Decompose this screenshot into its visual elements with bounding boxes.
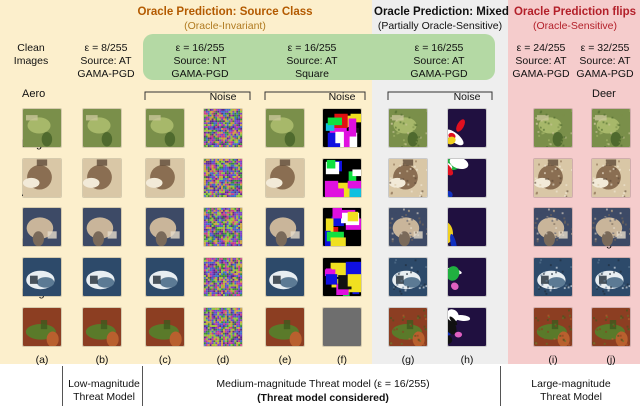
flipped-class-label: Deer [592, 88, 616, 100]
sample-image [82, 108, 122, 148]
sample-image [145, 307, 185, 347]
group-large-magnitude: Large-magnitude Threat Model [531, 378, 611, 403]
sample-image [265, 158, 305, 198]
clean-images-header: Clean Images [13, 42, 49, 67]
group-medium-bold: (Threat model considered) [257, 392, 389, 404]
header-col-ef: ε = 16/255 Source: AT Square [286, 42, 338, 80]
square-noise-image [322, 158, 362, 198]
sample-image [388, 207, 428, 247]
sample-image [591, 207, 631, 247]
column-letter: (i) [548, 354, 558, 366]
sample-image [265, 108, 305, 148]
group-medium-magnitude: Medium-magnitude Threat model (ε = 16/25… [216, 378, 430, 390]
sample-image [145, 158, 185, 198]
sample-image [22, 158, 62, 198]
sample-image [82, 158, 122, 198]
column-letter: (j) [606, 354, 616, 366]
sample-image [591, 108, 631, 148]
pgd-noise-image [203, 307, 243, 347]
separator-3 [500, 366, 501, 406]
sample-image [82, 257, 122, 297]
header-col-gh: ε = 16/255 Source: AT GAMA-PGD [410, 42, 468, 80]
column-letter: (b) [95, 354, 109, 366]
noise-label-f: Noise [328, 91, 356, 103]
column-letter: (g) [401, 354, 415, 366]
square-noise-image [322, 108, 362, 148]
column-letter: (e) [278, 354, 292, 366]
header-col-cd: ε = 16/255 Source: NT GAMA-PGD [171, 42, 229, 80]
source-panel-subtitle: (Oracle-Invariant) [184, 20, 266, 32]
sample-image [591, 158, 631, 198]
sample-image [145, 108, 185, 148]
sample-image [591, 257, 631, 297]
header-col-i: ε = 24/255 Source: AT GAMA-PGD [512, 42, 570, 80]
epsilon-16-highlight [143, 34, 495, 80]
sample-image [22, 207, 62, 247]
sample-image [145, 257, 185, 297]
sample-image [388, 307, 428, 347]
column-letter: (a) [35, 354, 49, 366]
gama-noise-image [447, 158, 487, 198]
square-noise-image [322, 257, 362, 297]
column-letter: (c) [158, 354, 172, 366]
sample-image [533, 307, 573, 347]
square-noise-image [322, 307, 362, 347]
sample-image [533, 108, 573, 148]
mixed-panel-title: Oracle Prediction: Mixed [374, 6, 509, 18]
sample-image [265, 307, 305, 347]
square-noise-image [322, 207, 362, 247]
mixed-panel-subtitle: (Partially Oracle-Sensitive) [377, 20, 503, 32]
bracket-ef [264, 91, 366, 100]
sample-image [265, 257, 305, 297]
sample-image [533, 158, 573, 198]
noise-label-h: Noise [453, 91, 481, 103]
sample-image [388, 108, 428, 148]
sample-image [82, 307, 122, 347]
flips-panel-title: Oracle Prediction flips [513, 6, 637, 18]
column-letter: (f) [337, 354, 347, 366]
pgd-noise-image [203, 108, 243, 148]
sample-image [388, 158, 428, 198]
header-col-b: ε = 8/255 Source: AT GAMA-PGD [77, 42, 135, 80]
column-letter: (d) [216, 354, 230, 366]
header-col-j: ε = 32/255 Source: AT GAMA-PGD [576, 42, 634, 80]
pgd-noise-image [203, 158, 243, 198]
sample-image [145, 207, 185, 247]
sample-image [22, 307, 62, 347]
separator-1 [62, 366, 63, 406]
sample-image [22, 257, 62, 297]
pgd-noise-image [203, 207, 243, 247]
sample-image [591, 307, 631, 347]
source-panel-title: Oracle Prediction: Source Class [137, 6, 313, 18]
sample-image [82, 207, 122, 247]
pgd-noise-image [203, 257, 243, 297]
flips-panel-subtitle: (Oracle-Sensitive) [532, 20, 618, 32]
sample-image [533, 257, 573, 297]
sample-image [22, 108, 62, 148]
gama-noise-image [447, 307, 487, 347]
noise-label-d: Noise [209, 91, 237, 103]
sample-image [388, 257, 428, 297]
bracket-gh [387, 91, 493, 100]
gama-noise-image [447, 257, 487, 297]
gama-noise-image [447, 108, 487, 148]
group-low-magnitude: Low-magnitude Threat Model [68, 378, 140, 403]
sample-image [265, 207, 305, 247]
source-class-label: Aero [22, 88, 46, 100]
column-letter: (h) [460, 354, 474, 366]
sample-image [533, 207, 573, 247]
bracket-cd [144, 91, 251, 100]
gama-noise-image [447, 207, 487, 247]
separator-2 [142, 366, 143, 406]
